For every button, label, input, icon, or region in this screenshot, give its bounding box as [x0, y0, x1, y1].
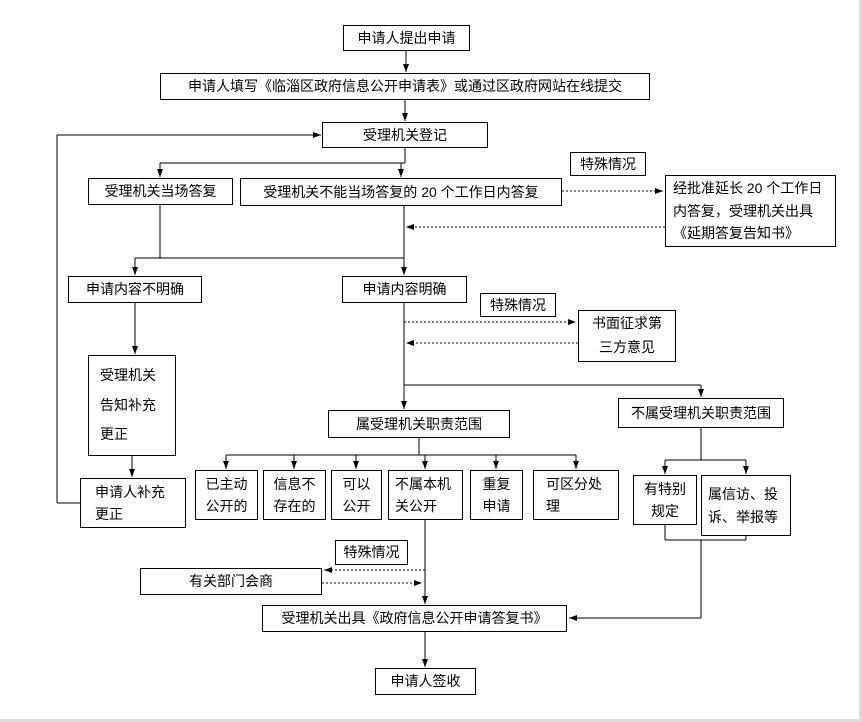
node-special-provisions: 有特别规定: [633, 475, 697, 525]
node-department-consultation: 有关部门会商: [140, 568, 322, 595]
node-reply-within-20-days: 受理机关不能当场答复的 20 个工作日内答复: [240, 178, 562, 206]
node-repeat-application: 重复申请: [470, 470, 523, 520]
node-notify-supplement-correction: 受理机关告知补充更正: [88, 355, 176, 456]
node-extension-reply: 经批准延长 20 个工作日内答复，受理机关出具《延期答复告知书》: [665, 175, 836, 247]
node-register: 受理机关登记: [322, 122, 488, 148]
node-petition-complaint: 属信访、投诉、举报等: [701, 475, 791, 536]
node-not-within-scope: 不属受理机关职责范围: [618, 398, 784, 428]
node-proactively-disclosed: 已主动公开的: [195, 470, 258, 520]
node-distinguishable-handling: 可区分处理: [533, 470, 619, 520]
node-can-disclose: 可以公开: [331, 470, 382, 520]
node-within-scope: 属受理机关职责范围: [328, 410, 510, 438]
node-not-this-agency: 不属本机关公开: [388, 470, 463, 520]
label-special-case-1: 特殊情况: [570, 152, 646, 176]
node-reply-document: 受理机关出具《政府信息公开申请答复书》: [262, 605, 567, 632]
node-onsite-reply: 受理机关当场答复: [88, 178, 233, 205]
label-special-case-3: 特殊情况: [335, 540, 408, 565]
node-submit-application: 申请人提出申请: [343, 25, 470, 51]
node-fill-application-form: 申请人填写《临淄区政府信息公开申请表》或通过区政府网站在线提交: [160, 73, 650, 100]
node-sign-receipt: 申请人签收: [375, 668, 476, 695]
node-content-clear: 申请内容明确: [342, 276, 467, 303]
page-edge-bottom: [0, 719, 862, 722]
node-info-not-exist: 信息不存在的: [263, 470, 326, 520]
label-special-case-2: 特殊情况: [480, 293, 556, 317]
node-applicant-supplement: 申请人补充更正: [80, 478, 186, 528]
node-third-party-opinion: 书面征求第三方意见: [578, 310, 676, 362]
page-edge-right: [859, 0, 862, 722]
node-content-unclear: 申请内容不明确: [68, 276, 202, 303]
